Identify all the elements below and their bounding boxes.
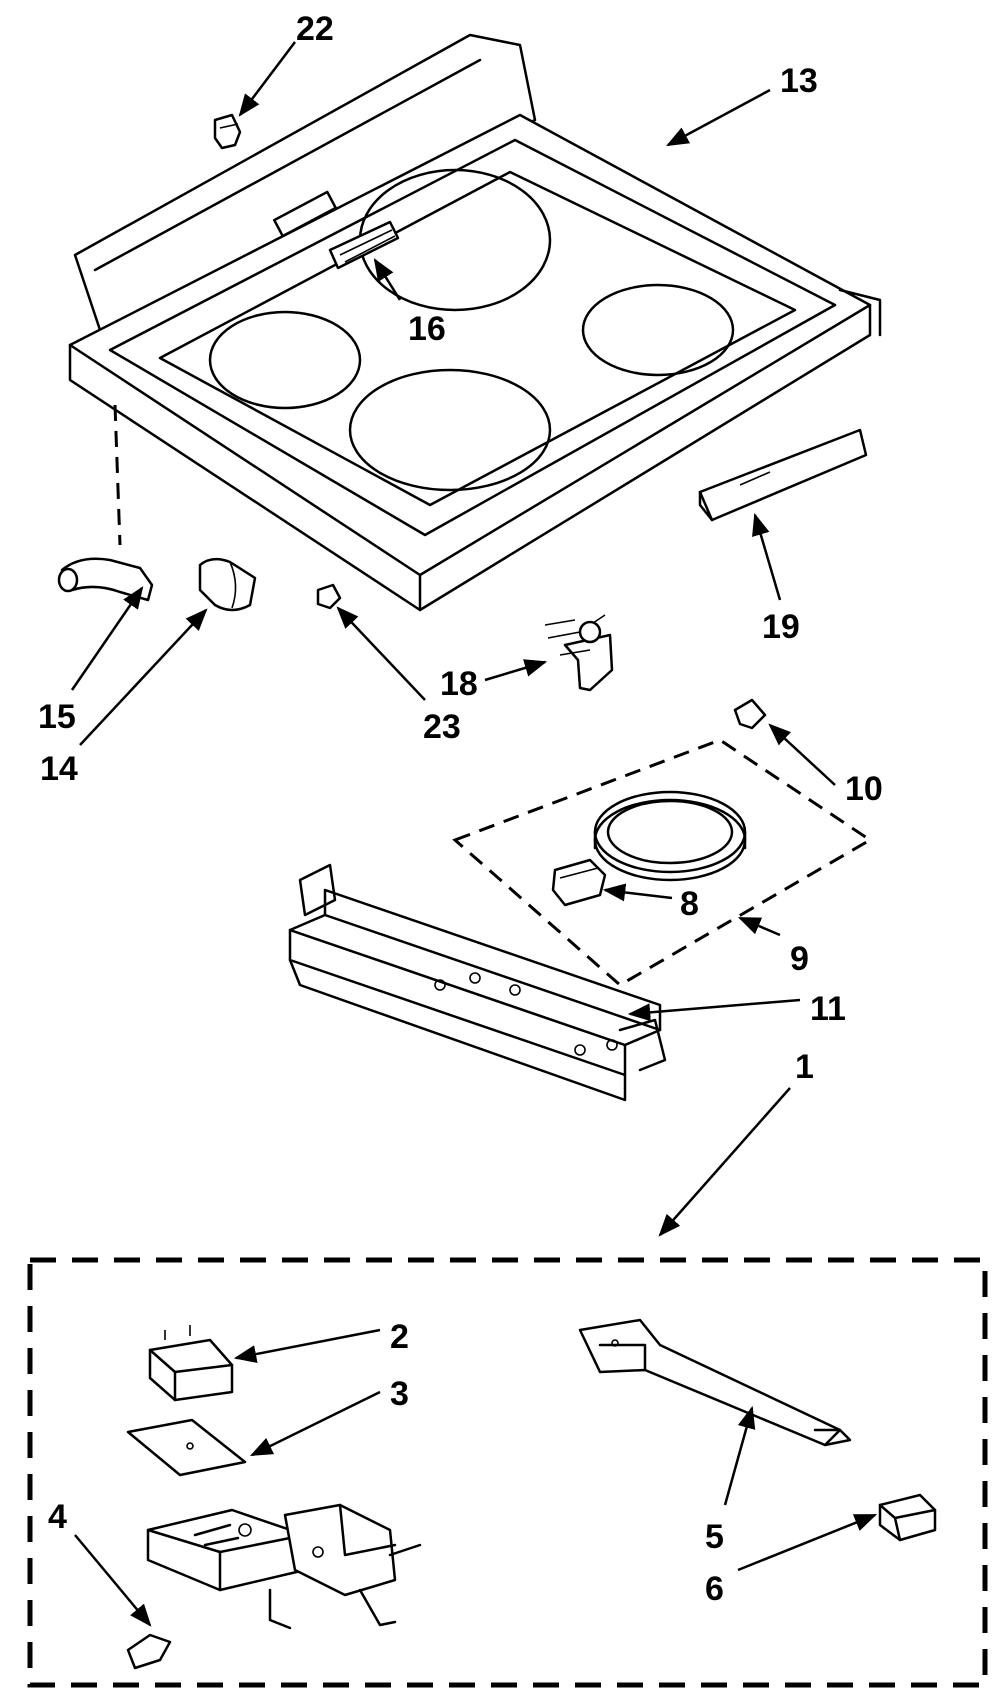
part-3-insulator-plate (126, 1418, 247, 1477)
part-5-sensor-probe (578, 1318, 852, 1447)
part-9-element-assembly-outline (452, 738, 873, 987)
part-6-connector-block (878, 1493, 937, 1542)
part-2-switch (148, 1325, 234, 1402)
part-23-clip (316, 583, 342, 610)
callout-1: 1 (795, 1048, 814, 1086)
callout-19: 19 (762, 608, 800, 646)
part-8-element-terminal (551, 858, 607, 907)
callout-18: 18 (440, 665, 478, 703)
callout-9: 9 (790, 940, 809, 978)
part-19-bracket (698, 428, 868, 522)
callout-16: 16 (408, 310, 446, 348)
callout-13: 13 (780, 62, 818, 100)
part-18-terminal (544, 614, 614, 692)
callout-23: 23 (423, 708, 461, 746)
callout-2: 2 (390, 1318, 409, 1356)
callout-14: 14 (40, 750, 78, 788)
part-4-clip (126, 1633, 172, 1670)
callout-8: 8 (680, 885, 699, 923)
callout-11: 11 (810, 990, 846, 1028)
callout-15: 15 (38, 698, 76, 736)
part-10-clip (733, 698, 767, 730)
callout-3: 3 (390, 1375, 409, 1413)
part-16-indicator-switch (328, 220, 400, 270)
part-22-clip (213, 113, 242, 150)
part-14-cap (198, 557, 257, 612)
callout-10: 10 (845, 770, 883, 808)
callout-labels: 22 13 16 19 15 14 23 18 10 8 9 11 1 2 3 … (38, 10, 883, 1608)
radiant-element (593, 790, 747, 882)
callout-22: 22 (296, 10, 334, 48)
leader-arrows (70, 41, 878, 1627)
callout-5: 5 (705, 1518, 724, 1556)
connection-dashed-line (113, 404, 122, 546)
callout-6: 6 (705, 1570, 724, 1608)
part-1-control-assembly-box (27, 1257, 988, 1688)
control-bracket-assembly (146, 1503, 422, 1630)
callout-4: 4 (48, 1498, 67, 1536)
part-11-support-bracket (288, 863, 667, 1102)
